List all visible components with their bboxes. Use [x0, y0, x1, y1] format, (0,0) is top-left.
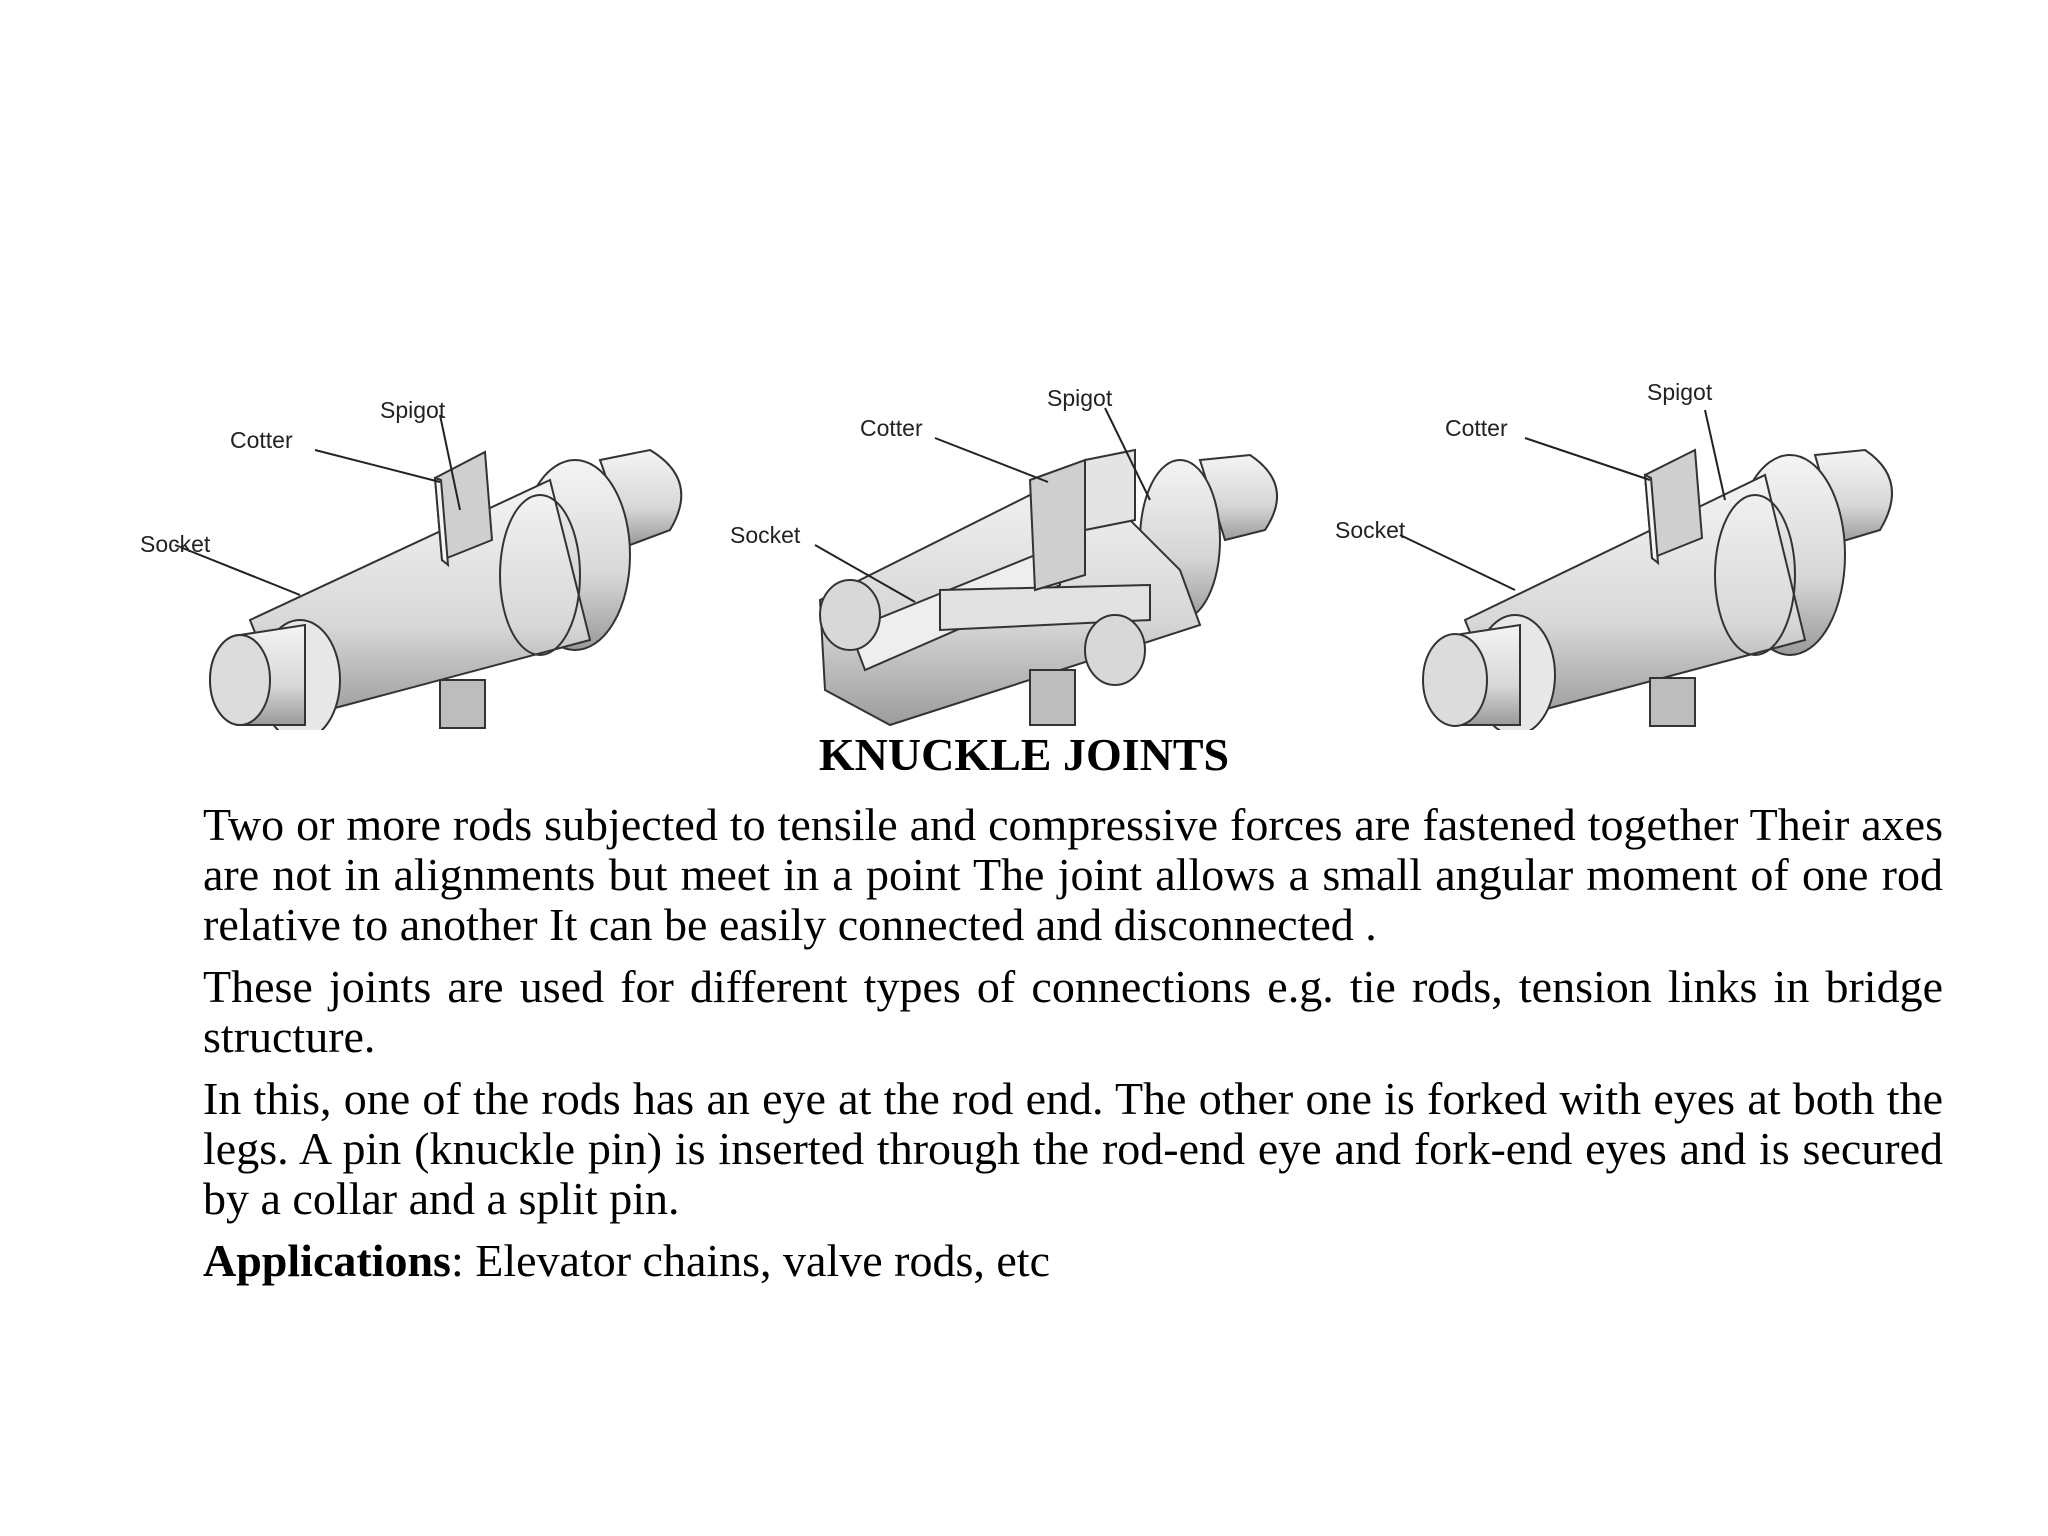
cotter-label: Cotter [860, 415, 923, 441]
socket-label: Socket [1335, 517, 1406, 543]
cotter-label: Cotter [1445, 415, 1508, 441]
spigot-label: Spigot [1047, 385, 1113, 411]
body-text: Two or more rods subjected to tensile an… [203, 800, 1943, 1298]
applications-label: Applications [203, 1235, 451, 1286]
paragraph-construction: In this, one of the rods has an eye at t… [203, 1073, 1943, 1224]
cotter-joint-figure-assembled: Spigot Cotter Socket [130, 370, 740, 730]
cotter-joint-illustration: Spigot Cotter Socket [140, 397, 683, 730]
cotter-joint-illustration: Spigot Cotter Socket [1335, 379, 1893, 730]
cotter-label: Cotter [230, 427, 293, 453]
cotter-joint-figure-assembled-2: Spigot Cotter Socket [1335, 370, 1945, 730]
socket-label: Socket [730, 522, 801, 548]
socket-label: Socket [140, 531, 211, 557]
applications-line: Applications: Elevator chains, valve rod… [203, 1236, 1943, 1286]
applications-text: : Elevator chains, valve rods, etc [450, 1235, 1051, 1286]
paragraph-definition: Two or more rods subjected to tensile an… [203, 799, 1943, 950]
paragraph-uses: These joints are used for different type… [203, 961, 1943, 1062]
spigot-label: Spigot [1647, 379, 1713, 405]
cotter-joint-figure-section: Spigot Cotter Socket [730, 370, 1340, 730]
figure-row: Spigot Cotter Socket [130, 370, 1960, 730]
page-title: KNUCKLE JOINTS [818, 729, 1230, 780]
cotter-joint-section-illustration: Spigot Cotter Socket [730, 385, 1278, 727]
spigot-label: Spigot [380, 397, 446, 423]
